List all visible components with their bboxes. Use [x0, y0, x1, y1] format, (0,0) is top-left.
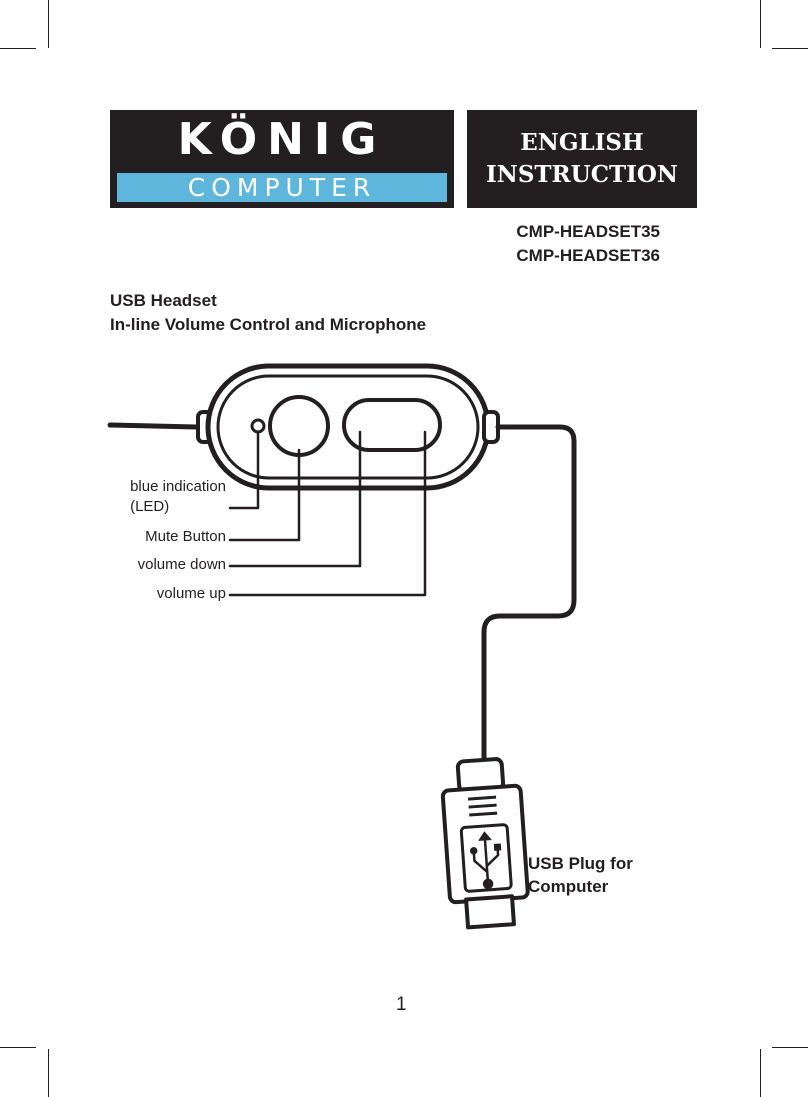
crop-mark-bottom-left [48, 1049, 49, 1097]
usb-symbol-icon [469, 831, 502, 890]
logo-bar: COMPUTER [110, 170, 454, 208]
callout-volume-down: volume down [137, 556, 226, 573]
usb-plug-label-line-2: Computer [528, 877, 609, 896]
language-badge: ENGLISH INSTRUCTION [467, 110, 697, 208]
usb-plug [440, 757, 530, 930]
callout-led-line-1: blue indication [130, 478, 226, 495]
volume-rocker [342, 398, 442, 452]
usb-plug-tip [464, 894, 516, 930]
crop-mark-top-right [760, 0, 761, 48]
leader-volume-up [228, 430, 427, 597]
controller-body-inner [216, 374, 480, 480]
callout-led: blue indication (LED) [130, 477, 226, 517]
leader-volume-down [228, 430, 362, 568]
crop-mark-top-right [772, 48, 808, 49]
crop-mark-top-left [0, 48, 36, 49]
headset-cable-left [107, 422, 199, 430]
language-line-2: INSTRUCTION [486, 161, 678, 188]
crop-mark-bottom-right [760, 1049, 761, 1097]
product-title: USB Headset [110, 291, 217, 310]
usb-plug-label-line-1: USB Plug for [528, 854, 633, 873]
logo-wordmark-computer: COMPUTER [117, 173, 447, 202]
model-number: CMP-HEADSET36 [516, 246, 660, 265]
leader-mute [228, 448, 301, 542]
callout-volume-up: volume up [156, 585, 226, 602]
language-line-1: ENGLISH [520, 129, 644, 156]
callout-led-line-2: (LED) [130, 498, 170, 515]
page-number: 1 [396, 994, 407, 1015]
usb-cable [481, 424, 577, 773]
leader-led [228, 430, 260, 510]
crop-mark-bottom-left [0, 1047, 36, 1048]
callout-mute-button: Mute Button [145, 528, 226, 545]
model-number: CMP-HEADSET35 [516, 222, 660, 241]
usb-plug-label: USB Plug for Computer [528, 852, 633, 898]
controller-body [205, 363, 491, 491]
logo-wordmark-konig: KÖNIG [110, 110, 454, 170]
crop-mark-top-left [48, 0, 49, 48]
crop-mark-bottom-right [772, 1047, 808, 1048]
brand-logo: KÖNIG COMPUTER [110, 110, 454, 208]
product-subtitle: In-line Volume Control and Microphone [110, 315, 427, 334]
